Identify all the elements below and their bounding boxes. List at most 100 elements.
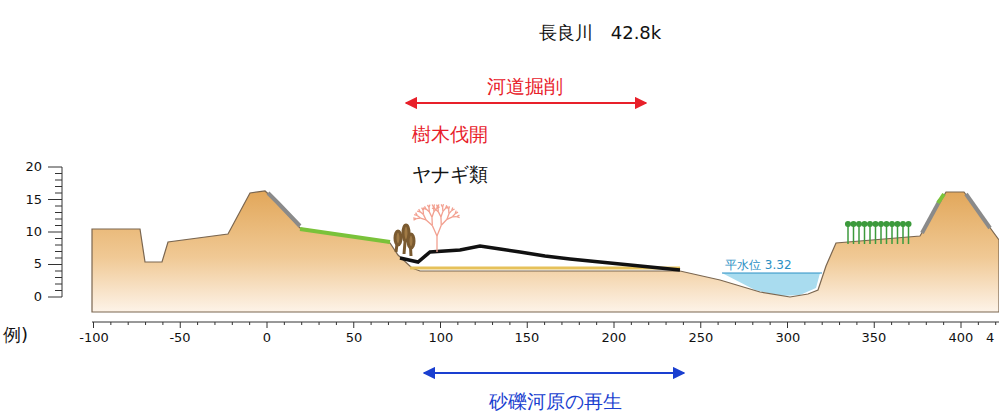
tick (422, 208, 423, 211)
tick (908, 322, 909, 325)
water-level: 平水位 3.32 (725, 259, 792, 273)
plant-head (906, 222, 911, 227)
willow-shrubs (395, 225, 414, 256)
tick (475, 322, 476, 325)
tick (440, 322, 441, 328)
grass-strip (300, 229, 390, 242)
tick (428, 208, 430, 212)
tick (886, 226, 888, 244)
levee-slope (922, 200, 940, 233)
excavation-arrow (406, 102, 646, 104)
tick (55, 206, 62, 207)
tick (428, 205, 430, 208)
tick (869, 226, 871, 244)
tick (770, 322, 771, 325)
tick (427, 205, 428, 208)
axis-number: -50 (169, 331, 190, 346)
tick (856, 322, 857, 325)
tick (544, 322, 545, 325)
tick (700, 322, 701, 328)
tick (561, 322, 562, 325)
tick (432, 212, 434, 218)
tick (787, 322, 788, 328)
tick (902, 226, 904, 244)
tick (648, 322, 649, 325)
tick (353, 322, 354, 328)
tick (48, 232, 62, 233)
callout: 砂礫河原の再生 (489, 391, 622, 413)
tick (55, 271, 62, 272)
tick (752, 322, 753, 325)
tick (48, 297, 62, 298)
tick (55, 173, 62, 174)
tick (455, 212, 458, 213)
tick (897, 226, 899, 244)
tick (336, 322, 337, 325)
tick (55, 212, 62, 213)
tick (891, 226, 893, 244)
tick (267, 322, 268, 328)
tick (839, 322, 840, 325)
tick (961, 322, 962, 328)
tick (457, 322, 458, 325)
axis-number: 0 (263, 331, 271, 346)
tick (284, 322, 285, 325)
tick (614, 322, 615, 328)
plant-head (846, 222, 851, 227)
tick (249, 322, 250, 325)
plant-head (873, 222, 878, 227)
axis-number: 10 (25, 225, 42, 240)
tick (437, 207, 439, 211)
tick (804, 322, 805, 325)
tick (443, 208, 446, 211)
tick (180, 322, 181, 328)
tick (874, 322, 875, 328)
axis-number: 250 (689, 331, 714, 346)
tick (417, 215, 420, 218)
tick (319, 322, 320, 325)
axis-number: 20 (25, 160, 42, 175)
axis-number: 5 (34, 257, 42, 272)
tick (55, 290, 62, 291)
tick (110, 322, 111, 325)
note: 例) (3, 325, 28, 346)
tick (145, 322, 146, 325)
water-line (722, 273, 822, 274)
tick (436, 236, 437, 252)
tick (596, 322, 597, 325)
axis-number: 350 (862, 331, 887, 346)
tick (437, 225, 441, 236)
tick (847, 226, 849, 244)
tick (388, 322, 389, 325)
tick (683, 322, 684, 325)
current-ground (400, 246, 680, 270)
tick (55, 245, 62, 246)
restoration-arrow (424, 372, 684, 374)
tick (371, 322, 372, 325)
tick (995, 322, 996, 325)
tick (447, 217, 452, 219)
plant-head (901, 222, 906, 227)
tick (48, 264, 62, 265)
plant-head (890, 222, 895, 227)
plant-head (895, 222, 900, 227)
tick (422, 210, 424, 214)
axis-number: -100 (79, 331, 109, 346)
vegetation (846, 222, 911, 244)
ground-profile (92, 191, 999, 312)
plant-head (857, 222, 862, 227)
tick (978, 322, 979, 325)
tick (431, 217, 433, 225)
axis-number: 150 (515, 331, 540, 346)
levee-slope (966, 194, 990, 228)
plant-head (851, 222, 856, 227)
tick (128, 322, 129, 325)
tick (527, 322, 528, 328)
x-axis (92, 322, 999, 328)
tick (232, 322, 233, 325)
tick (55, 225, 62, 226)
tick (926, 322, 927, 325)
tick (48, 167, 62, 168)
